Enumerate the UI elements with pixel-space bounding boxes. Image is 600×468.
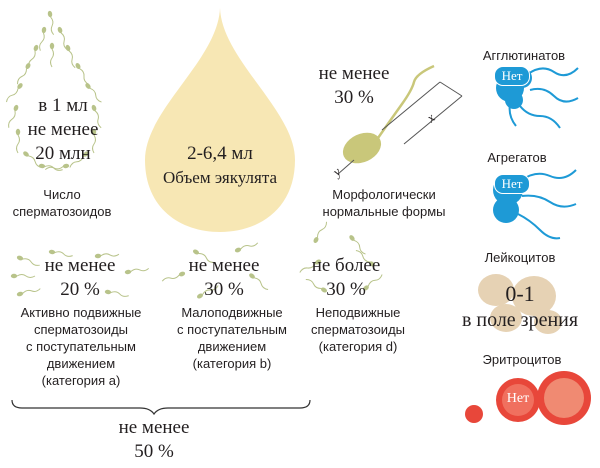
leukocytes-sub: в поле зрения <box>461 309 579 331</box>
leukocytes-icon <box>478 274 562 334</box>
motility-total-brace <box>11 399 311 416</box>
aggregates-title: Агрегатов <box>487 150 547 165</box>
motility-b-cap1: Малоподвижные <box>181 305 283 320</box>
count-caption-2: сперматозоидов <box>12 204 112 219</box>
count-line2: не менее <box>27 119 99 140</box>
motility-b-cap3: движением <box>197 339 267 354</box>
erythrocytes-icon <box>465 371 591 425</box>
motility-total-line1: не менее <box>118 417 190 438</box>
motility-a-cap2: сперматозоиды <box>33 322 128 337</box>
count-caption-1: Число <box>43 187 81 202</box>
morphology-line2: 30 % <box>334 87 374 108</box>
volume-value: 2-6,4 мл <box>187 143 253 164</box>
motility-d-cap3: (категория d) <box>318 339 398 354</box>
motility-a-cap3: с поступательным <box>26 339 136 354</box>
motility-b-cap4: (категория b) <box>192 356 272 371</box>
motility-d-cap2: сперматозоиды <box>310 322 405 337</box>
agglutinates-badge: Нет <box>494 66 530 86</box>
motility-d-line1: не более <box>311 255 381 276</box>
normal-sperm-diagram <box>337 64 463 175</box>
aggregates-badge: Нет <box>494 174 530 194</box>
motility-b-line1: не менее <box>188 255 260 276</box>
morphology-caption-1: Морфологически <box>332 187 436 202</box>
morphology-line1: не менее <box>318 63 390 84</box>
ejaculate-drop-shape <box>145 8 295 232</box>
motility-b-cap2: с поступательным <box>177 322 287 337</box>
volume-label: Объем эякулята <box>163 168 277 187</box>
motility-d-cap1: Неподвижные <box>315 305 401 320</box>
motility-b-line2: 30 % <box>204 279 244 300</box>
erythrocytes-title: Эритроцитов <box>482 352 562 367</box>
motility-d-line2: 30 % <box>326 279 366 300</box>
erythrocytes-badge: Нет <box>506 391 530 406</box>
motility-a-line1: не менее <box>44 255 116 276</box>
count-line3: 20 млн <box>35 143 91 164</box>
motility-a-cap1: Активно подвижные <box>20 305 142 320</box>
motility-a-line2: 20 % <box>60 279 100 300</box>
morphology-caption-2: нормальные формы <box>322 204 446 219</box>
leukocytes-value: 0-1 <box>505 281 535 306</box>
motility-a-cap5: (категория а) <box>41 373 121 388</box>
motility-total-line2: 50 % <box>134 441 174 462</box>
count-line1: в 1 мл <box>38 95 88 116</box>
motility-a-cap4: движением <box>46 356 116 371</box>
agglutinates-title: Агглютинатов <box>482 48 566 63</box>
leukocytes-title: Лейкоцитов <box>484 250 556 265</box>
